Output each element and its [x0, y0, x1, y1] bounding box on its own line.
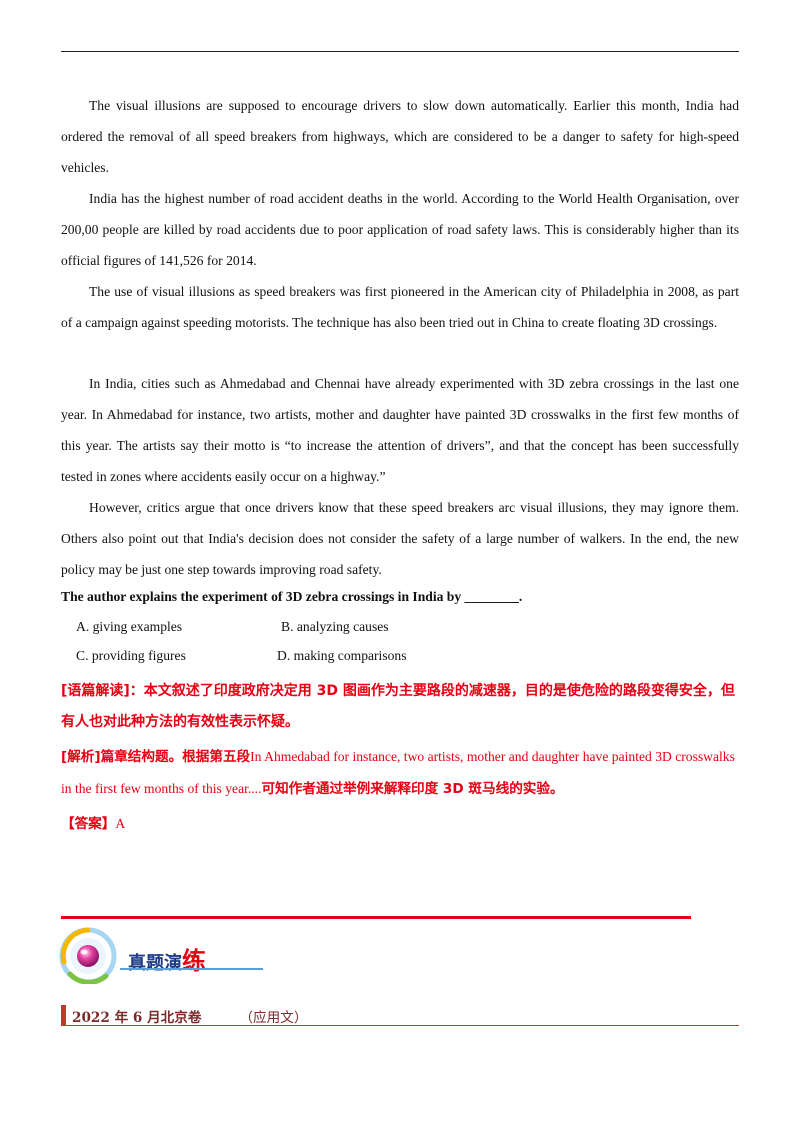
section-divider	[61, 916, 691, 919]
section-title-underline	[120, 968, 263, 970]
passage-paragraph-2: India has the highest number of road acc…	[61, 191, 739, 268]
section-banner-icon	[59, 927, 117, 984]
section-title: 真题演练	[128, 941, 206, 976]
header-rule	[61, 51, 739, 52]
section-title-main: 真题演	[128, 953, 182, 974]
answer-label: 【答案】	[61, 816, 116, 832]
analysis-conclusion: 可知作者通过举例来解释印度 3D 斑马线的实验。	[261, 781, 564, 797]
option-c: C. providing figures	[76, 648, 186, 663]
option-d: D. making comparisons	[277, 648, 407, 663]
option-b: B. analyzing causes	[281, 619, 389, 634]
section-title-accent: 练	[182, 947, 206, 975]
passage-paragraph-1: The visual illusions are supposed to enc…	[61, 98, 739, 175]
analysis-label: [解析]篇章结构题。根据第五段	[61, 749, 251, 765]
answer-value: A	[115, 816, 126, 831]
year-rule	[61, 1025, 739, 1026]
exam-source: 2022 年 6 月北京卷 （应用文）	[72, 1006, 307, 1026]
exam-year-label: 2022 年 6 月北京卷	[72, 1010, 202, 1026]
answer-line: 【答案】A	[61, 812, 125, 832]
question-stem: The author explains the experiment of 3D…	[61, 589, 523, 604]
passage-paragraph-5: However, critics argue that once drivers…	[61, 500, 739, 577]
reading-summary: [语篇解读]：本文叙述了印度政府决定用 3D 图画作为主要路段的减速器，目的是使…	[61, 683, 735, 730]
option-a: A. giving examples	[76, 619, 183, 634]
year-marker	[61, 1005, 66, 1025]
passage-paragraph-4: In India, cities such as Ahmedabad and C…	[61, 376, 739, 484]
passage-paragraph-3: The use of visual illusions as speed bre…	[61, 284, 739, 330]
analysis-quote: In Ahmedabad for instance, two artists, …	[61, 749, 735, 796]
exam-type-label: （应用文）	[239, 1010, 308, 1026]
analysis-block: [解析]篇章结构题。根据第五段In Ahmedabad for instance…	[61, 741, 739, 805]
